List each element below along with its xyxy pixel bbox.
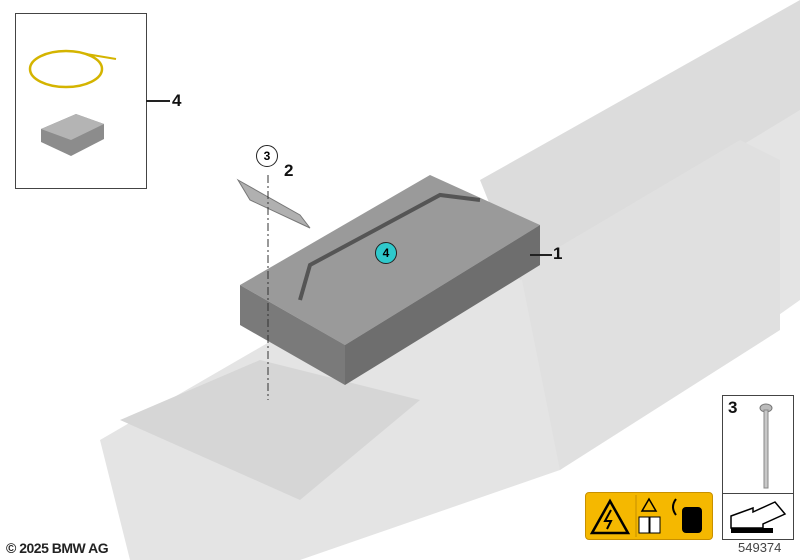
direction-arrow-icon: [730, 501, 787, 533]
diagram-number: 549374: [738, 540, 782, 555]
leader-line-1: [530, 254, 552, 256]
part-label-2[interactable]: 2: [284, 161, 294, 180]
kit-box: [15, 13, 147, 189]
copyright-text: © 2025 BMW AG: [6, 540, 109, 556]
kit-contents-icon: [28, 49, 117, 156]
callout-bolt-3[interactable]: 3: [256, 145, 278, 167]
part-label-4[interactable]: 4: [172, 91, 182, 110]
high-voltage-warning-label: [585, 492, 713, 540]
leader-line-4: [146, 100, 170, 102]
part-label-1[interactable]: 1: [553, 244, 563, 263]
bolt-box: [722, 395, 794, 495]
bolt-icon: [759, 403, 773, 489]
warning-symbols-icon: [589, 495, 702, 537]
orientation-box: [722, 493, 794, 540]
callout-kit-4[interactable]: 4: [375, 242, 397, 264]
part-label-3[interactable]: 3: [728, 398, 738, 417]
